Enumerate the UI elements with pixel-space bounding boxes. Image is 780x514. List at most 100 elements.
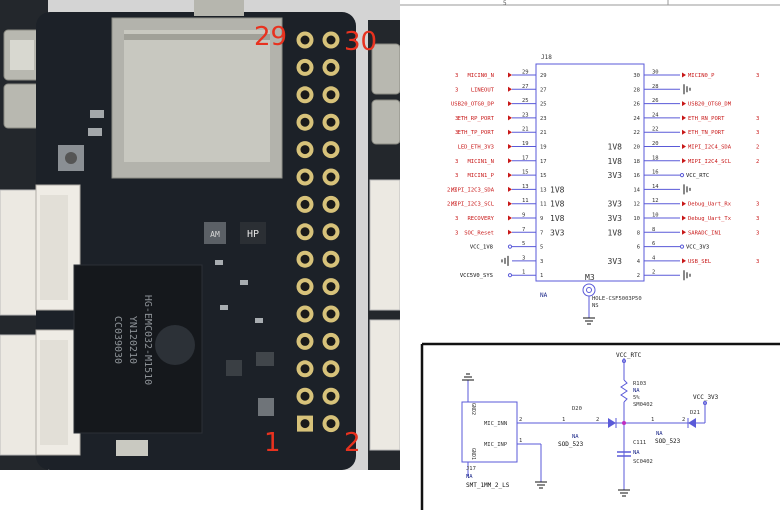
j18-pin-num-inner: 26: [633, 102, 640, 108]
j18-pin-voltage: 3V3: [550, 228, 565, 237]
d21-pin1: 2: [682, 417, 685, 423]
j18-pin-num-inner: 11: [540, 202, 547, 208]
header-pad: [296, 223, 314, 241]
j18-pin-num-inner: 22: [633, 130, 640, 136]
j18-pin-num-inner: 12: [633, 202, 640, 208]
m3-part: HOLE-CSF5003P50: [592, 296, 642, 302]
header-pad: [297, 415, 313, 432]
j18-pin-num: 28: [652, 84, 659, 90]
header-pads-even: [322, 31, 340, 433]
j18-pin-num: 13: [522, 184, 529, 190]
j18-pin-num: 10: [652, 213, 659, 219]
j17-pin2: 2: [519, 417, 522, 423]
j18-pin-num-inner: 8: [637, 230, 640, 236]
j18-pin-num-inner: 15: [540, 173, 547, 179]
j18-pin-voltage: 3V3: [608, 171, 623, 180]
j18-pin-num: 25: [522, 98, 529, 104]
j18-sheet-ref: 3: [756, 259, 759, 265]
j18-sheet-ref: 3: [756, 116, 759, 122]
header-pad: [322, 113, 340, 131]
j18-net-label: LINEOUT: [471, 87, 495, 93]
j17-mic-inn: MIC_INN: [484, 421, 507, 427]
header-pad: [322, 387, 340, 405]
j18-pin-num-inner: 23: [540, 116, 547, 122]
j18-net-label: MICIN0_N: [468, 73, 495, 79]
j18-sheet-ref: 3: [756, 130, 759, 136]
d20-ref: D20: [572, 406, 582, 412]
j18-pin-num-inner: 25: [540, 102, 547, 108]
ruler-label-left: 5: [503, 0, 507, 7]
r103-pkg: SM0402: [633, 402, 653, 408]
j18-pin-voltage: 3V3: [608, 200, 623, 209]
j18-power-net: VCC5V0_SYS: [460, 273, 493, 279]
j18-pin-num-inner: 6: [637, 245, 640, 251]
schematic-svg: 5 4 J18 2929MICIN0_N32727LINEOUT32525USB…: [400, 0, 780, 510]
j18-pin-num-inner: 2: [637, 273, 640, 279]
j17-gnd2: GND2: [470, 403, 476, 415]
j18-sheet-ref: 3: [756, 230, 759, 236]
j18-pin-num: 26: [652, 98, 659, 104]
c111-value: NA: [633, 450, 640, 456]
j18-power-net: VCC_RTC: [686, 173, 709, 179]
header-pad: [322, 168, 340, 186]
j18-left-pins: 2929MICIN0_N32727LINEOUT32525USB20_OTG0_…: [447, 70, 565, 280]
j18-sheet-ref: 3: [455, 87, 458, 93]
j18-pin-num-inner: 21: [540, 130, 547, 136]
j18-pin-voltage: 3V3: [608, 257, 623, 266]
d20-pin2: 2: [596, 417, 599, 423]
j18-pin-num-inner: 10: [633, 216, 640, 222]
silk-am: AM: [210, 230, 220, 239]
j18-net-label: MIPI_I2C3_SCL: [451, 202, 495, 208]
j18-pin-num-inner: 3: [540, 259, 543, 265]
j18-pin-num-inner: 17: [540, 159, 547, 165]
j18-power-net: VCC_1V8: [470, 245, 493, 251]
j18-pin-num-inner: 9: [540, 216, 543, 222]
j18-sheet-ref: 3: [455, 230, 458, 236]
header-pad: [296, 31, 314, 49]
chip-line-3: CC039030: [112, 316, 123, 364]
r103-tol: 5%: [633, 395, 640, 401]
j18-net-label: Debug_Uart_Tx: [688, 216, 732, 222]
j18-pin-num: 6: [652, 241, 655, 247]
header-pad: [322, 31, 340, 49]
j18-pin-voltage: 1V8: [550, 200, 565, 209]
header-pad: [322, 223, 340, 241]
j18-pin-num-inner: 30: [633, 73, 640, 79]
rtc-vcc-label: VCC_RTC: [616, 352, 642, 359]
pin-label-29: 29: [254, 22, 288, 52]
d20-value: NA: [572, 434, 579, 440]
j18-pin-num: 18: [652, 155, 659, 161]
header-pad: [322, 250, 340, 268]
j18-sheet-ref: 3: [455, 159, 458, 165]
j18-pin-num: 27: [522, 84, 529, 90]
header-pad: [296, 58, 314, 76]
pin-label-2: 2: [344, 428, 361, 458]
j18-net-label: MIPI_I2C3_SDA: [451, 187, 495, 193]
header-pad: [322, 332, 340, 350]
j18-pin-num: 1: [522, 270, 525, 276]
j18-pin-num-inner: 5: [540, 245, 543, 251]
j18-pin-num: 23: [522, 112, 529, 118]
d20-pin1: 1: [562, 417, 565, 423]
j18-pin-num-inner: 14: [633, 187, 640, 193]
d21-pkg: SOD_523: [655, 438, 681, 445]
r103-value: NA: [633, 388, 640, 394]
j18-net-label: ETH_TN_PORT: [688, 130, 725, 136]
header-pad: [296, 387, 314, 405]
header-pad: [296, 141, 314, 159]
j18-net-label: SOC_Reset: [464, 230, 494, 236]
j18-pin-num-inner: 4: [637, 259, 641, 265]
j18-pin-voltage: 1V8: [608, 143, 623, 152]
j18-pin-num: 24: [652, 112, 659, 118]
d20-diode-icon: [608, 418, 616, 428]
j18-sheet-ref: 2,3: [447, 187, 457, 193]
j18-pin-num-inner: 19: [540, 145, 547, 151]
c111-pkg: SC0402: [633, 459, 653, 465]
j18-pin-num-inner: 27: [540, 87, 547, 93]
silk-hp: HP: [247, 229, 259, 240]
header-pad: [322, 195, 340, 213]
header-pad: [296, 278, 314, 296]
j18-pin-num: 30: [652, 70, 659, 76]
j18-pin-num: 14: [652, 184, 659, 190]
pin-label-1: 1: [264, 428, 281, 458]
